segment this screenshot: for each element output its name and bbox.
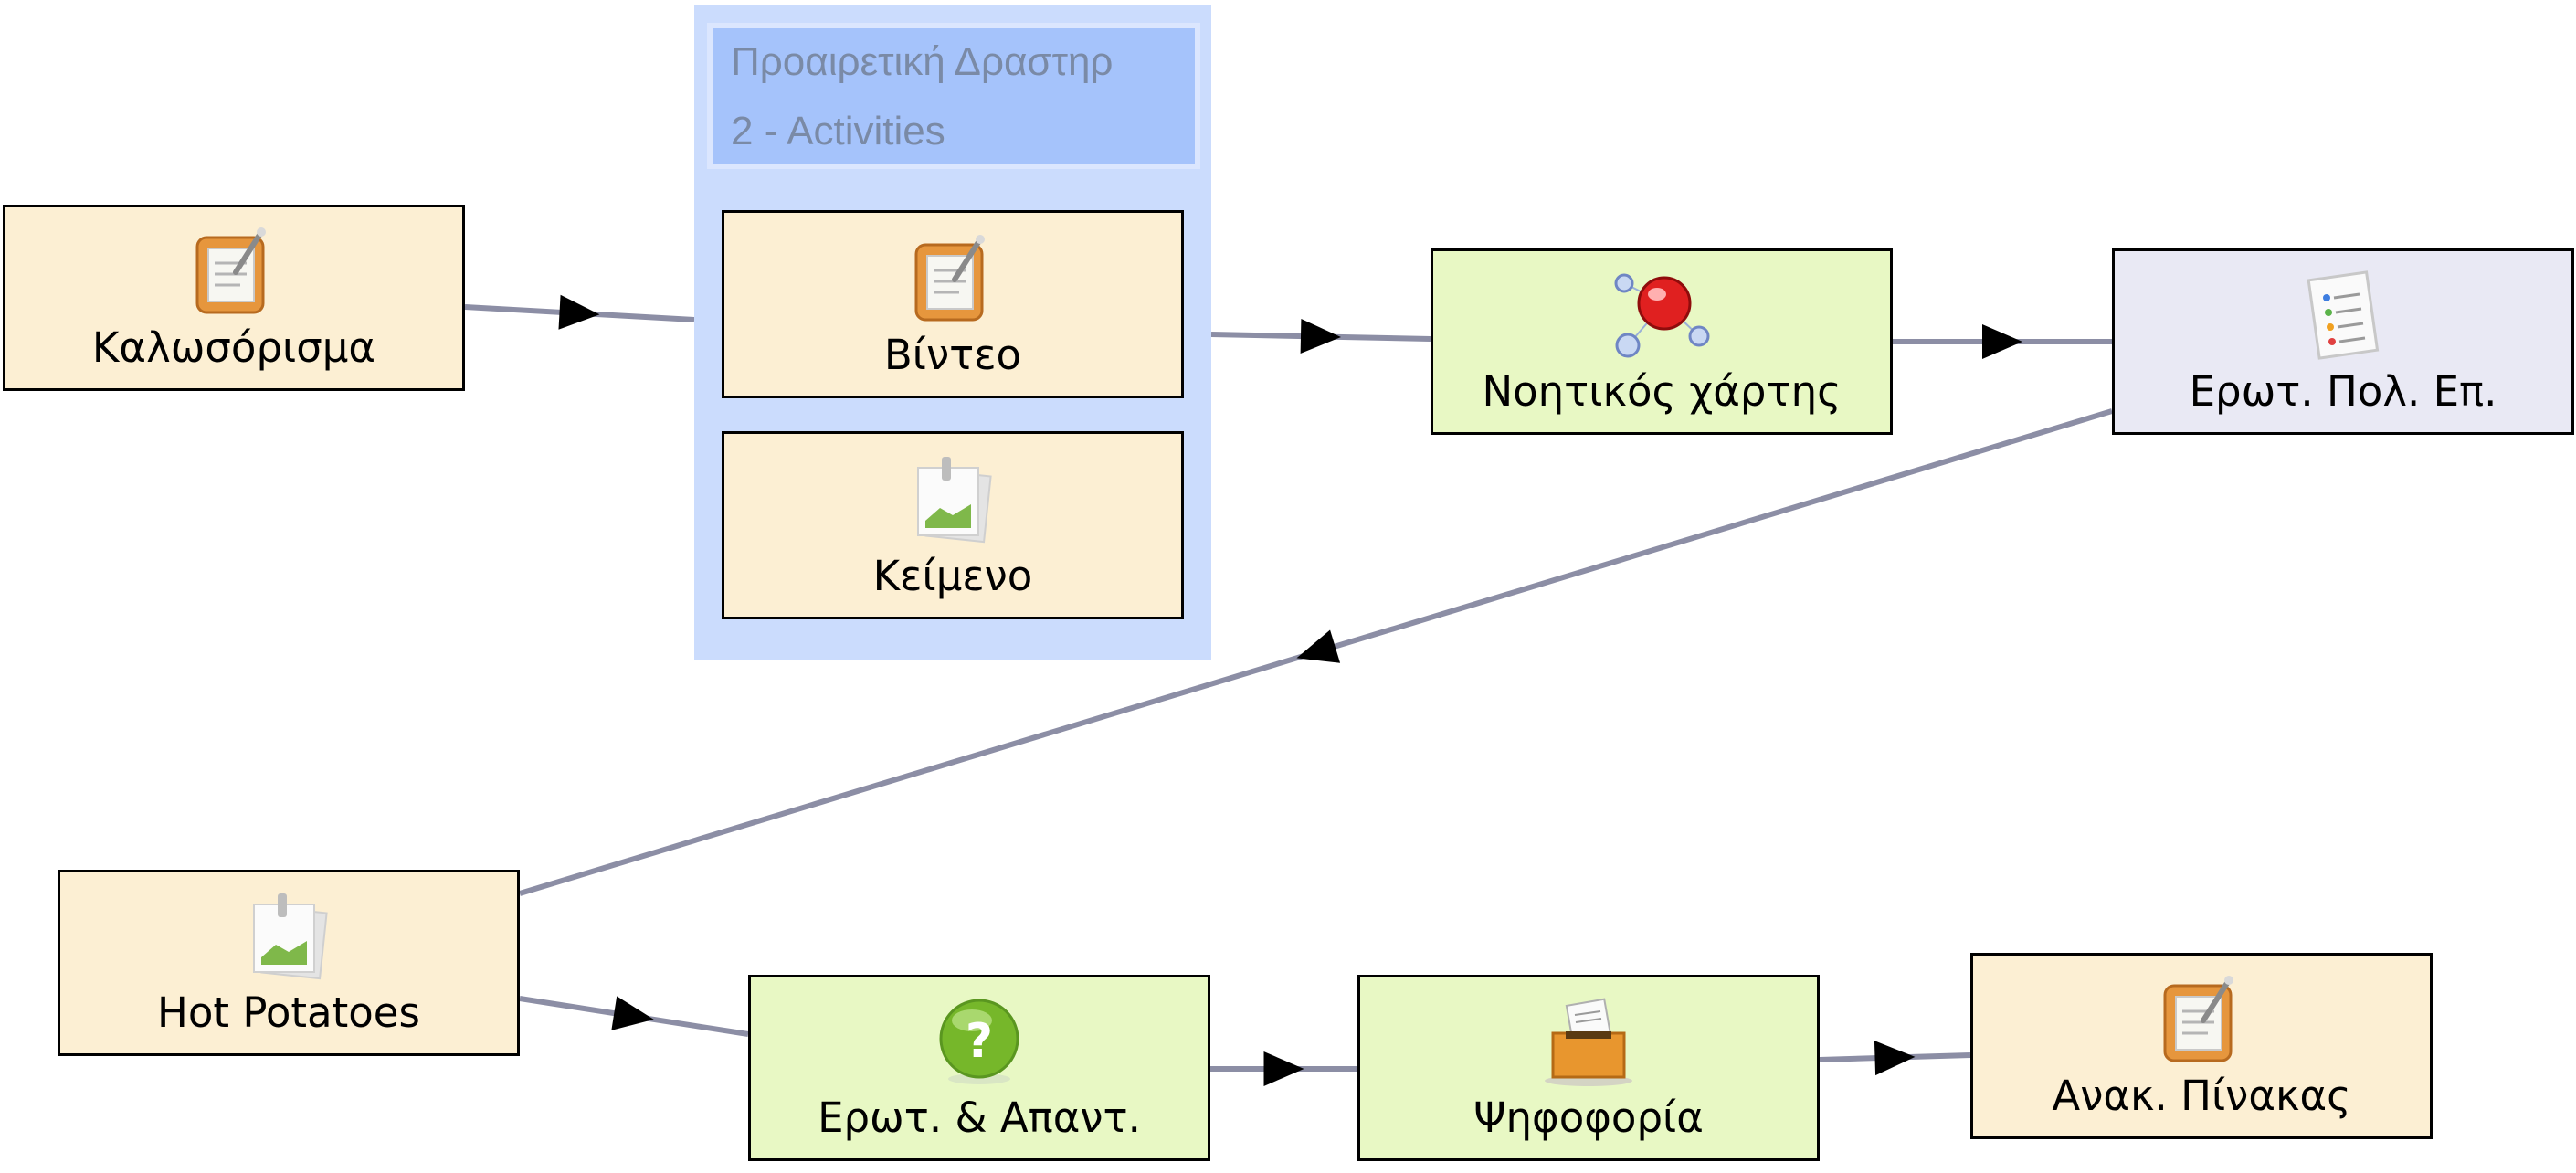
node-label: Ψηφοφορία [1473, 1094, 1704, 1142]
edge-arrowhead-4 [1296, 629, 1341, 663]
mindmap-icon [1614, 273, 1710, 358]
activity-node-text[interactable]: Κείμενο [722, 431, 1184, 619]
edge-arrowhead-5 [611, 996, 654, 1030]
node-label: Ανακ. Πίνακας [2052, 1072, 2351, 1120]
activity-node-hot-potatoes[interactable]: Hot Potatoes [58, 870, 520, 1056]
node-label: Καλωσόρισμα [91, 323, 376, 372]
ballot-box-icon [1545, 998, 1632, 1086]
notebook-icon [195, 227, 266, 314]
node-label: Νοητικός χάρτης [1482, 367, 1842, 416]
activity-node-notice-board[interactable]: Ανακ. Πίνακας [1970, 953, 2433, 1139]
notebook-icon [914, 235, 985, 322]
notebook-icon [2163, 976, 2233, 1062]
activity-node-vote[interactable]: Ψηφοφορία [1357, 975, 1820, 1161]
image-icon [917, 457, 992, 544]
group-title: Προαιρετική Δραστηρ [731, 39, 1114, 84]
edge-arrowhead-3 [1982, 324, 2022, 359]
node-label: Ερωτ. Πολ. Επ. [2189, 367, 2497, 416]
node-label: Hot Potatoes [157, 988, 420, 1037]
activity-node-video[interactable]: Βίντεο [722, 210, 1184, 398]
question-icon: ? [939, 999, 1019, 1084]
node-label: Βίντεο [883, 331, 1022, 379]
svg-text:?: ? [966, 1014, 993, 1069]
node-label: Ερωτ. & Απαντ. [818, 1094, 1141, 1142]
image-icon [253, 893, 328, 980]
edge-arrowhead-6 [1263, 1051, 1304, 1086]
activity-node-mindmap[interactable]: Νοητικός χάρτης [1431, 248, 1893, 435]
activity-node-welcome[interactable]: Καλωσόρισμα [3, 205, 465, 391]
edge-arrowhead-7 [1874, 1041, 1916, 1076]
activity-node-multiple-choice[interactable]: Ερωτ. Πολ. Επ. [2112, 248, 2574, 435]
activity-node-question-answer[interactable]: ? Ερωτ. & Απαντ. [748, 975, 1210, 1161]
edge-arrowhead-1 [558, 294, 600, 330]
node-label: Κείμενο [872, 552, 1033, 600]
group-header: Προαιρετική Δραστηρ 2 - Activities [707, 23, 1200, 169]
group-subtitle: 2 - Activities [731, 109, 945, 153]
checklist-icon [2307, 270, 2380, 360]
edge-arrowhead-2 [1300, 319, 1341, 354]
